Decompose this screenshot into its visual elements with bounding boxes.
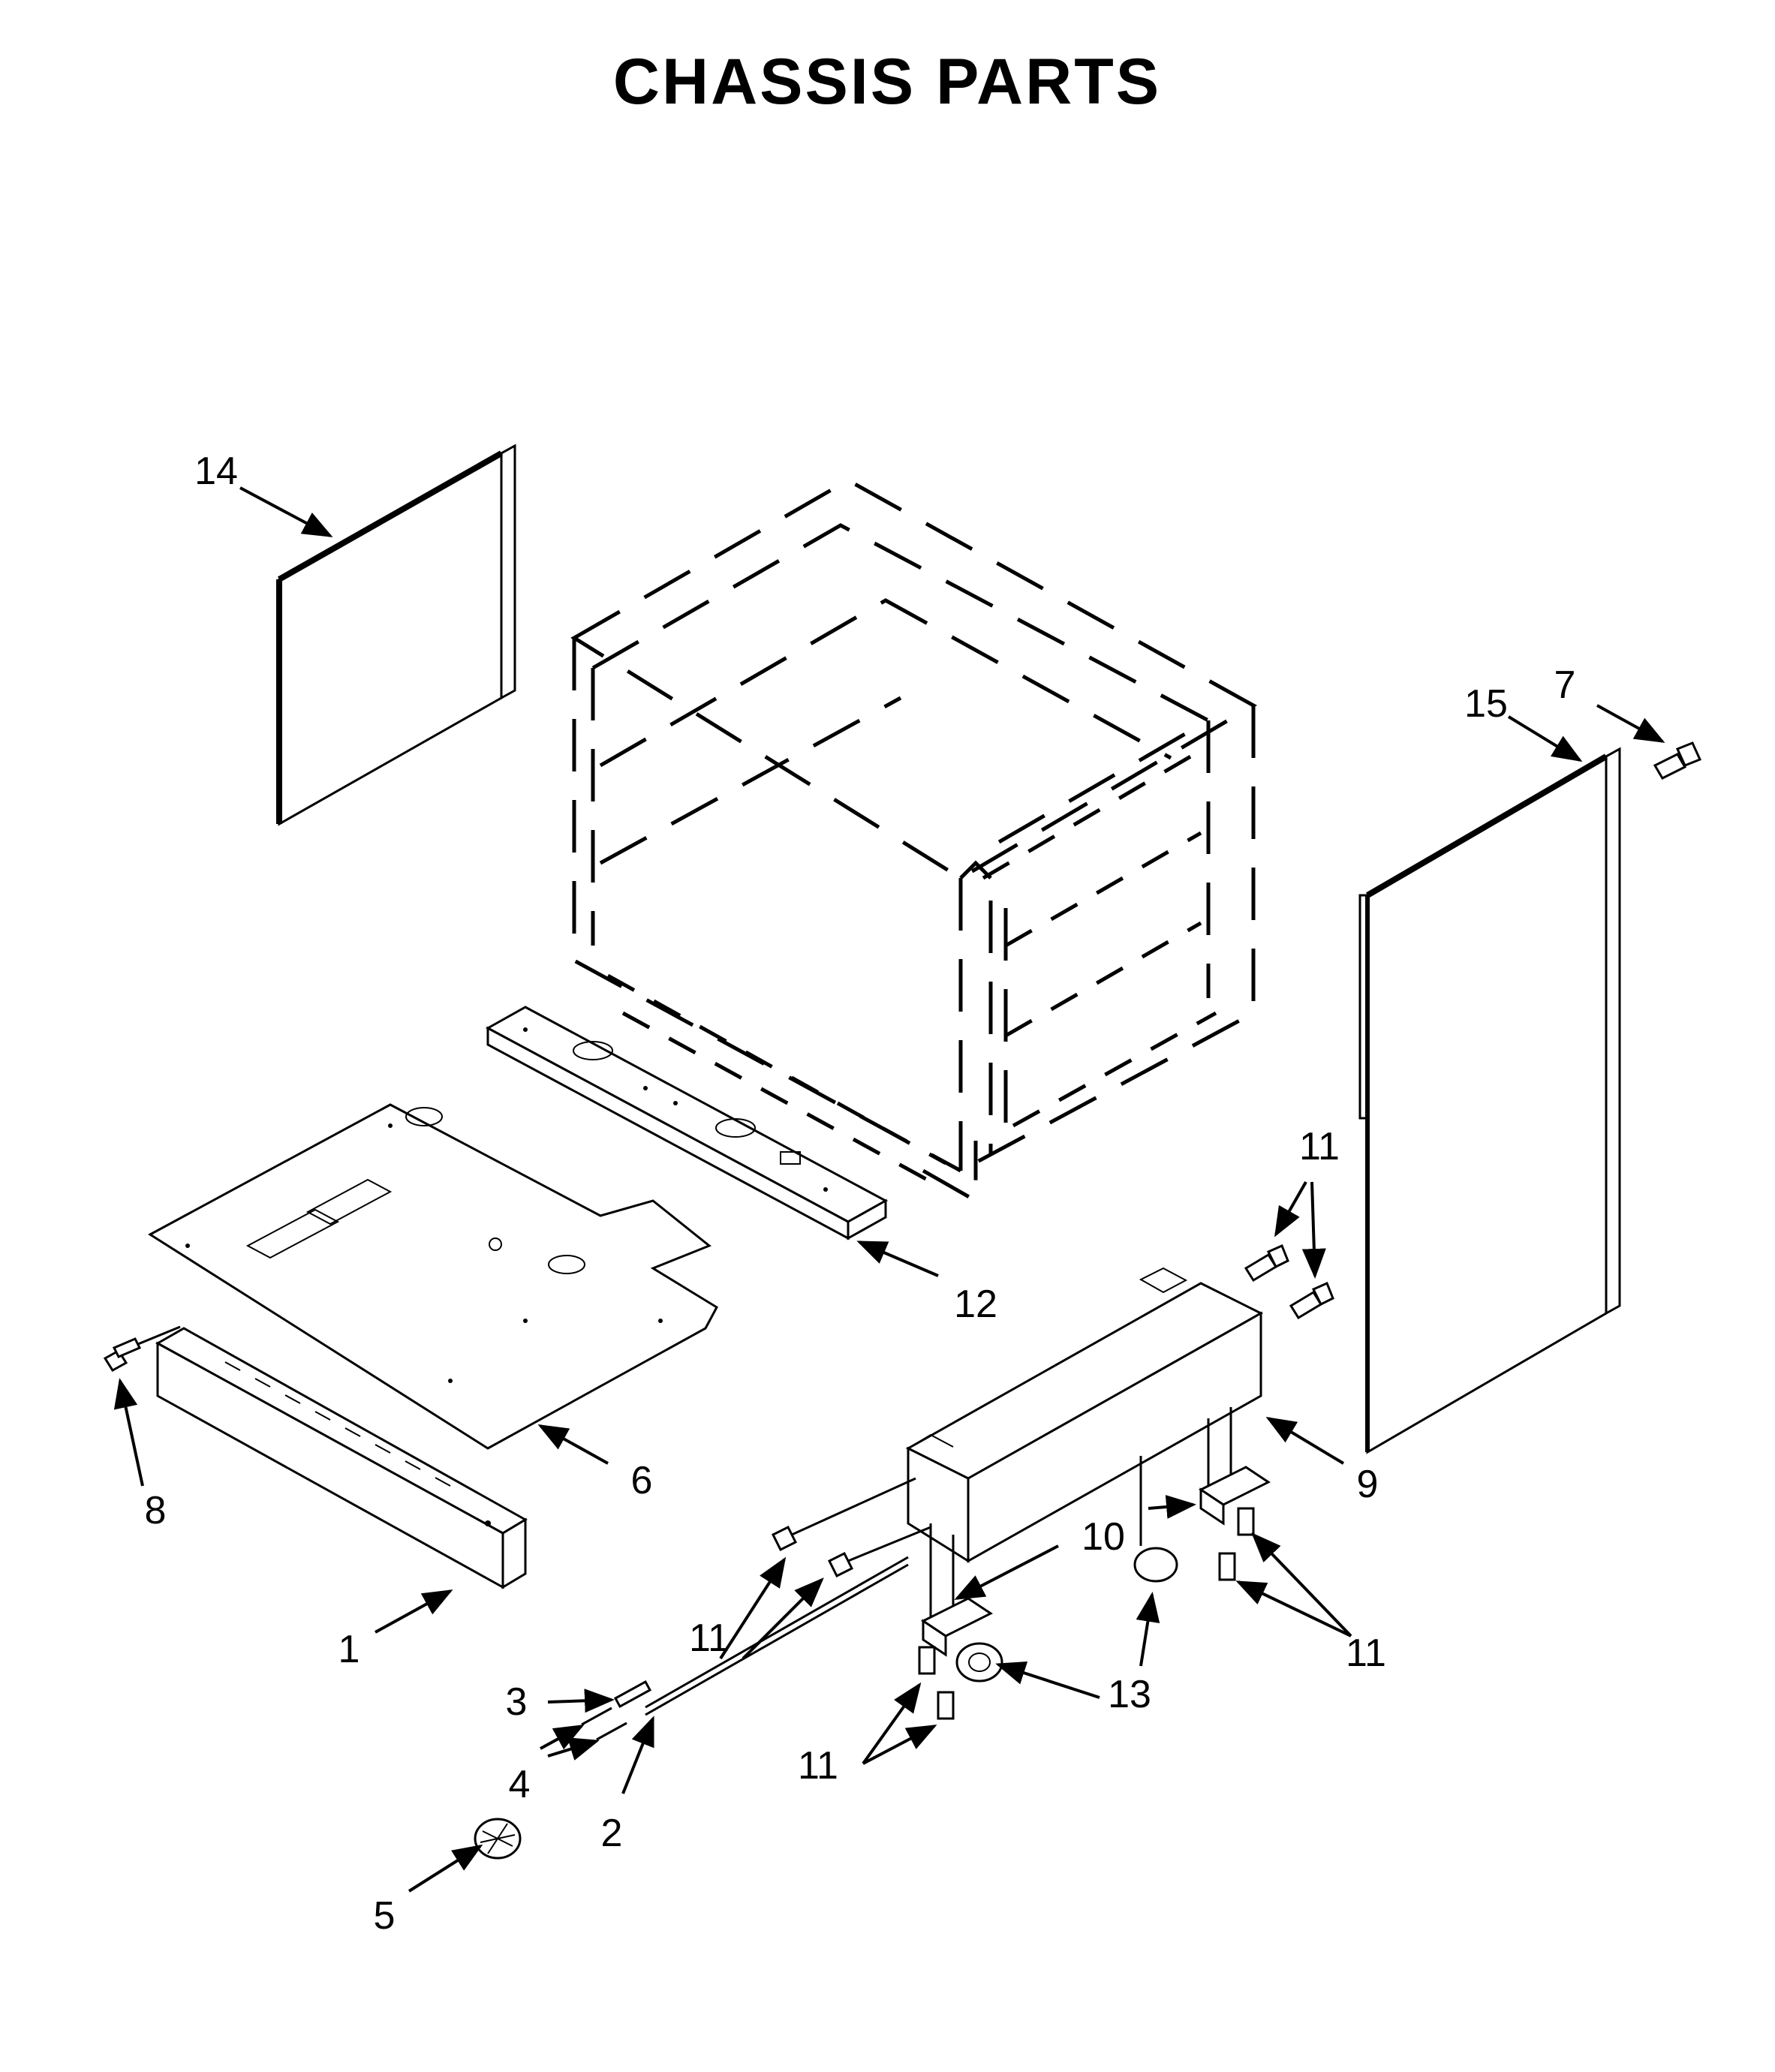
part-8-screw bbox=[103, 1325, 181, 1373]
callout-11-top-right: 11 bbox=[1299, 1125, 1340, 1168]
part-6-bottom-plate bbox=[148, 1103, 718, 1450]
callout-2: 2 bbox=[601, 1812, 623, 1855]
callout-11-bottom-right: 11 bbox=[1346, 1631, 1386, 1675]
callout-12: 12 bbox=[954, 1283, 997, 1326]
part-2-rod bbox=[645, 1556, 909, 1716]
callout-13: 13 bbox=[1108, 1673, 1151, 1716]
part-14-side-panel-left bbox=[276, 444, 516, 826]
oven-cavity-outline bbox=[570, 478, 1258, 1204]
callout-7: 7 bbox=[1554, 663, 1576, 707]
callout-6: 6 bbox=[631, 1459, 653, 1502]
callout-14: 14 bbox=[194, 450, 238, 493]
callout-8: 8 bbox=[145, 1489, 167, 1532]
callout-3: 3 bbox=[506, 1680, 528, 1724]
part-13-caster bbox=[955, 1642, 1003, 1683]
part-3-pin bbox=[613, 1680, 652, 1709]
part-9-base-channel bbox=[905, 1267, 1264, 1632]
callout-9: 9 bbox=[1357, 1463, 1379, 1506]
callout-1: 1 bbox=[338, 1628, 360, 1671]
callout-11-mid-left: 11 bbox=[689, 1616, 730, 1660]
callout-15: 15 bbox=[1464, 682, 1508, 726]
part-5-glide bbox=[474, 1818, 522, 1860]
part-1-toe-kick bbox=[155, 1327, 528, 1589]
part-12-frame-rail bbox=[485, 1006, 889, 1240]
callout-labels: 14 15 7 12 6 8 1 9 11 10 13 11 11 11 3 4… bbox=[145, 450, 1576, 1938]
callout-10: 10 bbox=[1082, 1515, 1125, 1559]
callout-4: 4 bbox=[509, 1763, 531, 1806]
part-4-clip bbox=[581, 1707, 627, 1741]
part-15-side-panel-right bbox=[1358, 747, 1621, 1454]
part-10-leveling-leg bbox=[921, 1456, 1271, 1657]
callout-11-bottom-center: 11 bbox=[798, 1744, 838, 1788]
leader-arrows bbox=[113, 486, 1665, 1893]
part-7-screw bbox=[1653, 741, 1702, 780]
page-title: CHASSIS PARTS bbox=[613, 46, 1161, 118]
callout-5: 5 bbox=[374, 1894, 396, 1938]
part-11-screws bbox=[771, 1244, 1334, 1720]
